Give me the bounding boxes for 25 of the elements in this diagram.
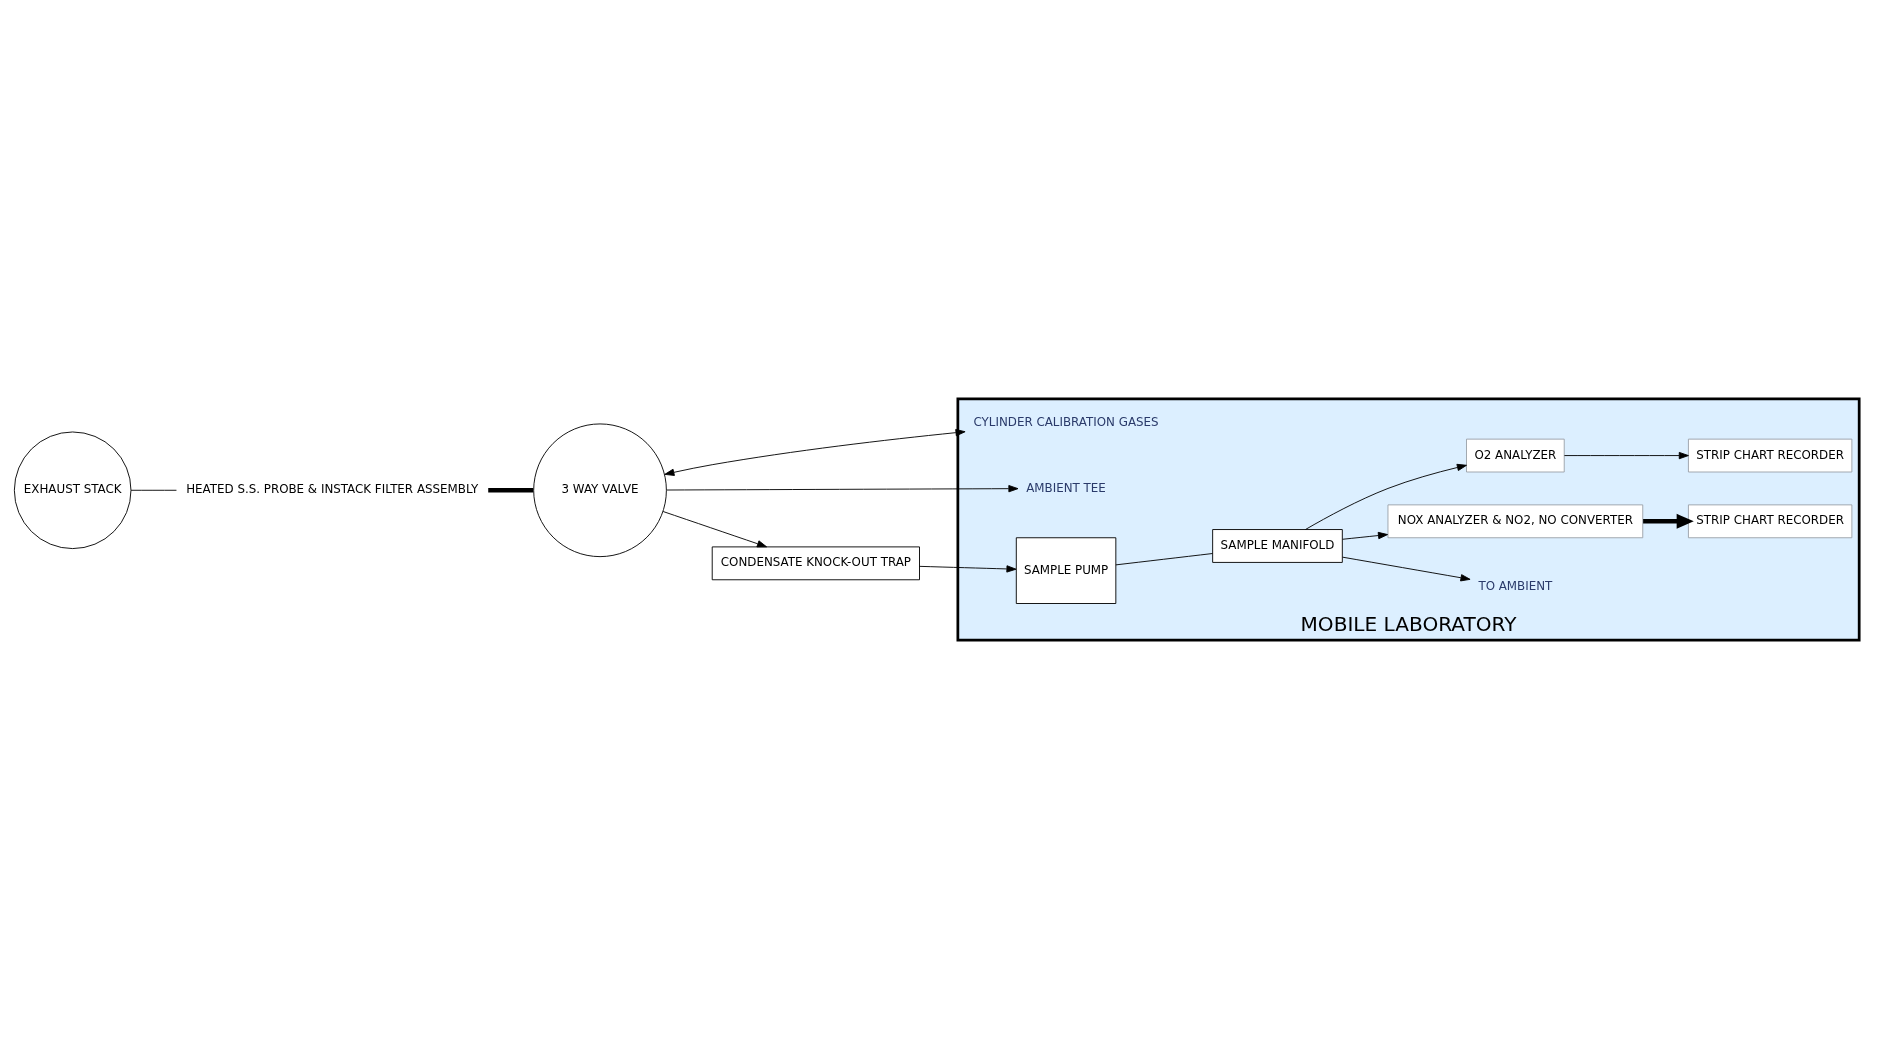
node-text: TO AMBIENT — [1478, 579, 1553, 594]
node-circle: 3 WAY VALVE — [533, 423, 667, 558]
node-box: NOX ANALYZER & NO2, NO CONVERTER — [1387, 504, 1644, 539]
connector — [130, 489, 177, 491]
node-box: O2 ANALYZER — [1466, 438, 1565, 473]
connector — [488, 488, 534, 493]
arrow — [662, 511, 767, 548]
arrow — [1564, 451, 1689, 460]
node-box: SAMPLE PUMP — [1015, 537, 1117, 604]
arrow — [1342, 556, 1471, 582]
arrow — [664, 429, 966, 476]
arrow — [1643, 513, 1694, 529]
node-text: CYLINDER CALIBRATION GASES — [973, 414, 1159, 429]
node-text: AMBIENT TEE — [1026, 480, 1106, 495]
node-text: HEATED S.S. PROBE & INSTACK FILTER ASSEMBLY — [186, 482, 479, 497]
node-box: SAMPLE MANIFOLD — [1212, 529, 1343, 563]
arrow — [666, 485, 1019, 493]
node-box: STRIP CHART RECORDER — [1687, 438, 1853, 473]
arrow — [1305, 463, 1467, 530]
connector — [1115, 553, 1213, 566]
node-box: STRIP CHART RECORDER — [1687, 504, 1853, 539]
node-circle: EXHAUST STACK — [13, 431, 132, 550]
arrow — [1342, 531, 1389, 540]
arrow — [919, 565, 1017, 573]
node-box: CONDENSATE KNOCK-OUT TRAP — [711, 546, 920, 581]
